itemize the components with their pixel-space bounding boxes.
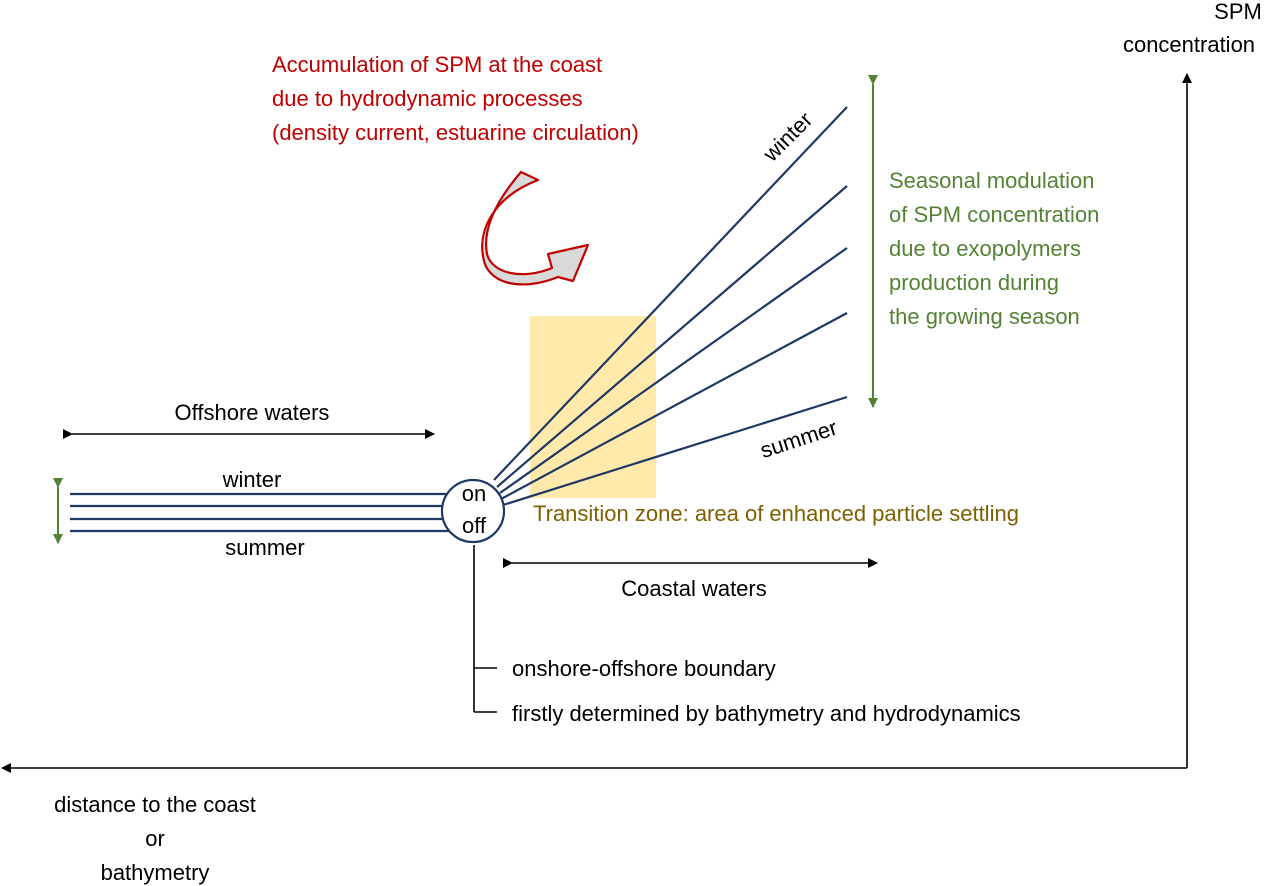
offshore-label: Offshore waters (175, 400, 330, 425)
offshore-lines (70, 492, 450, 533)
x-axis-label-line-1: distance to the coast (54, 792, 256, 817)
coastal-lines (493, 106, 848, 507)
x-axis-label-line-2: or (145, 826, 165, 851)
boundary-circle (440, 478, 506, 544)
curved-arrow-icon (481, 170, 590, 286)
seasonal-note-line-2: of SPM concentration (889, 202, 1099, 227)
boundary-note-1: onshore-offshore boundary (512, 656, 776, 681)
coastal-winter-label: winter (757, 107, 817, 167)
coastal-label: Coastal waters (621, 576, 767, 601)
hydro-note-line-2: due to hydrodynamic processes (272, 86, 583, 111)
coastal-line-3 (499, 247, 848, 494)
seasonal-note-line-4: production during (889, 270, 1059, 295)
seasonal-note-line-1: Seasonal modulation (889, 168, 1094, 193)
hydro-note-line-1: Accumulation of SPM at the coast (272, 52, 602, 77)
seasonal-note-line-5: the growing season (889, 304, 1080, 329)
coastal-line-2 (496, 185, 848, 488)
offshore-summer-label: summer (225, 535, 304, 560)
seasonal-note-line-3: due to exopolymers (889, 236, 1081, 261)
boundary-connector (473, 545, 497, 713)
axes (1, 73, 1192, 773)
offshore-winter-label: winter (222, 467, 282, 492)
coastal-line-summer (502, 395, 848, 507)
boundary-on: on (462, 481, 486, 506)
hydro-note-line-3: (density current, estuarine circulation) (272, 120, 639, 145)
transition-zone-highlight (530, 316, 656, 498)
y-axis-label-line-1: SPM (1214, 0, 1262, 24)
boundary-note-2: firstly determined by bathymetry and hyd… (512, 701, 1021, 726)
coastal-line-winter (493, 106, 848, 481)
x-axis-label-line-3: bathymetry (101, 860, 210, 885)
transition-zone-label: Transition zone: area of enhanced partic… (533, 501, 1019, 526)
boundary-off: off (462, 513, 487, 538)
y-axis-label-line-2: concentration (1123, 32, 1255, 57)
coastal-line-4 (500, 312, 848, 500)
